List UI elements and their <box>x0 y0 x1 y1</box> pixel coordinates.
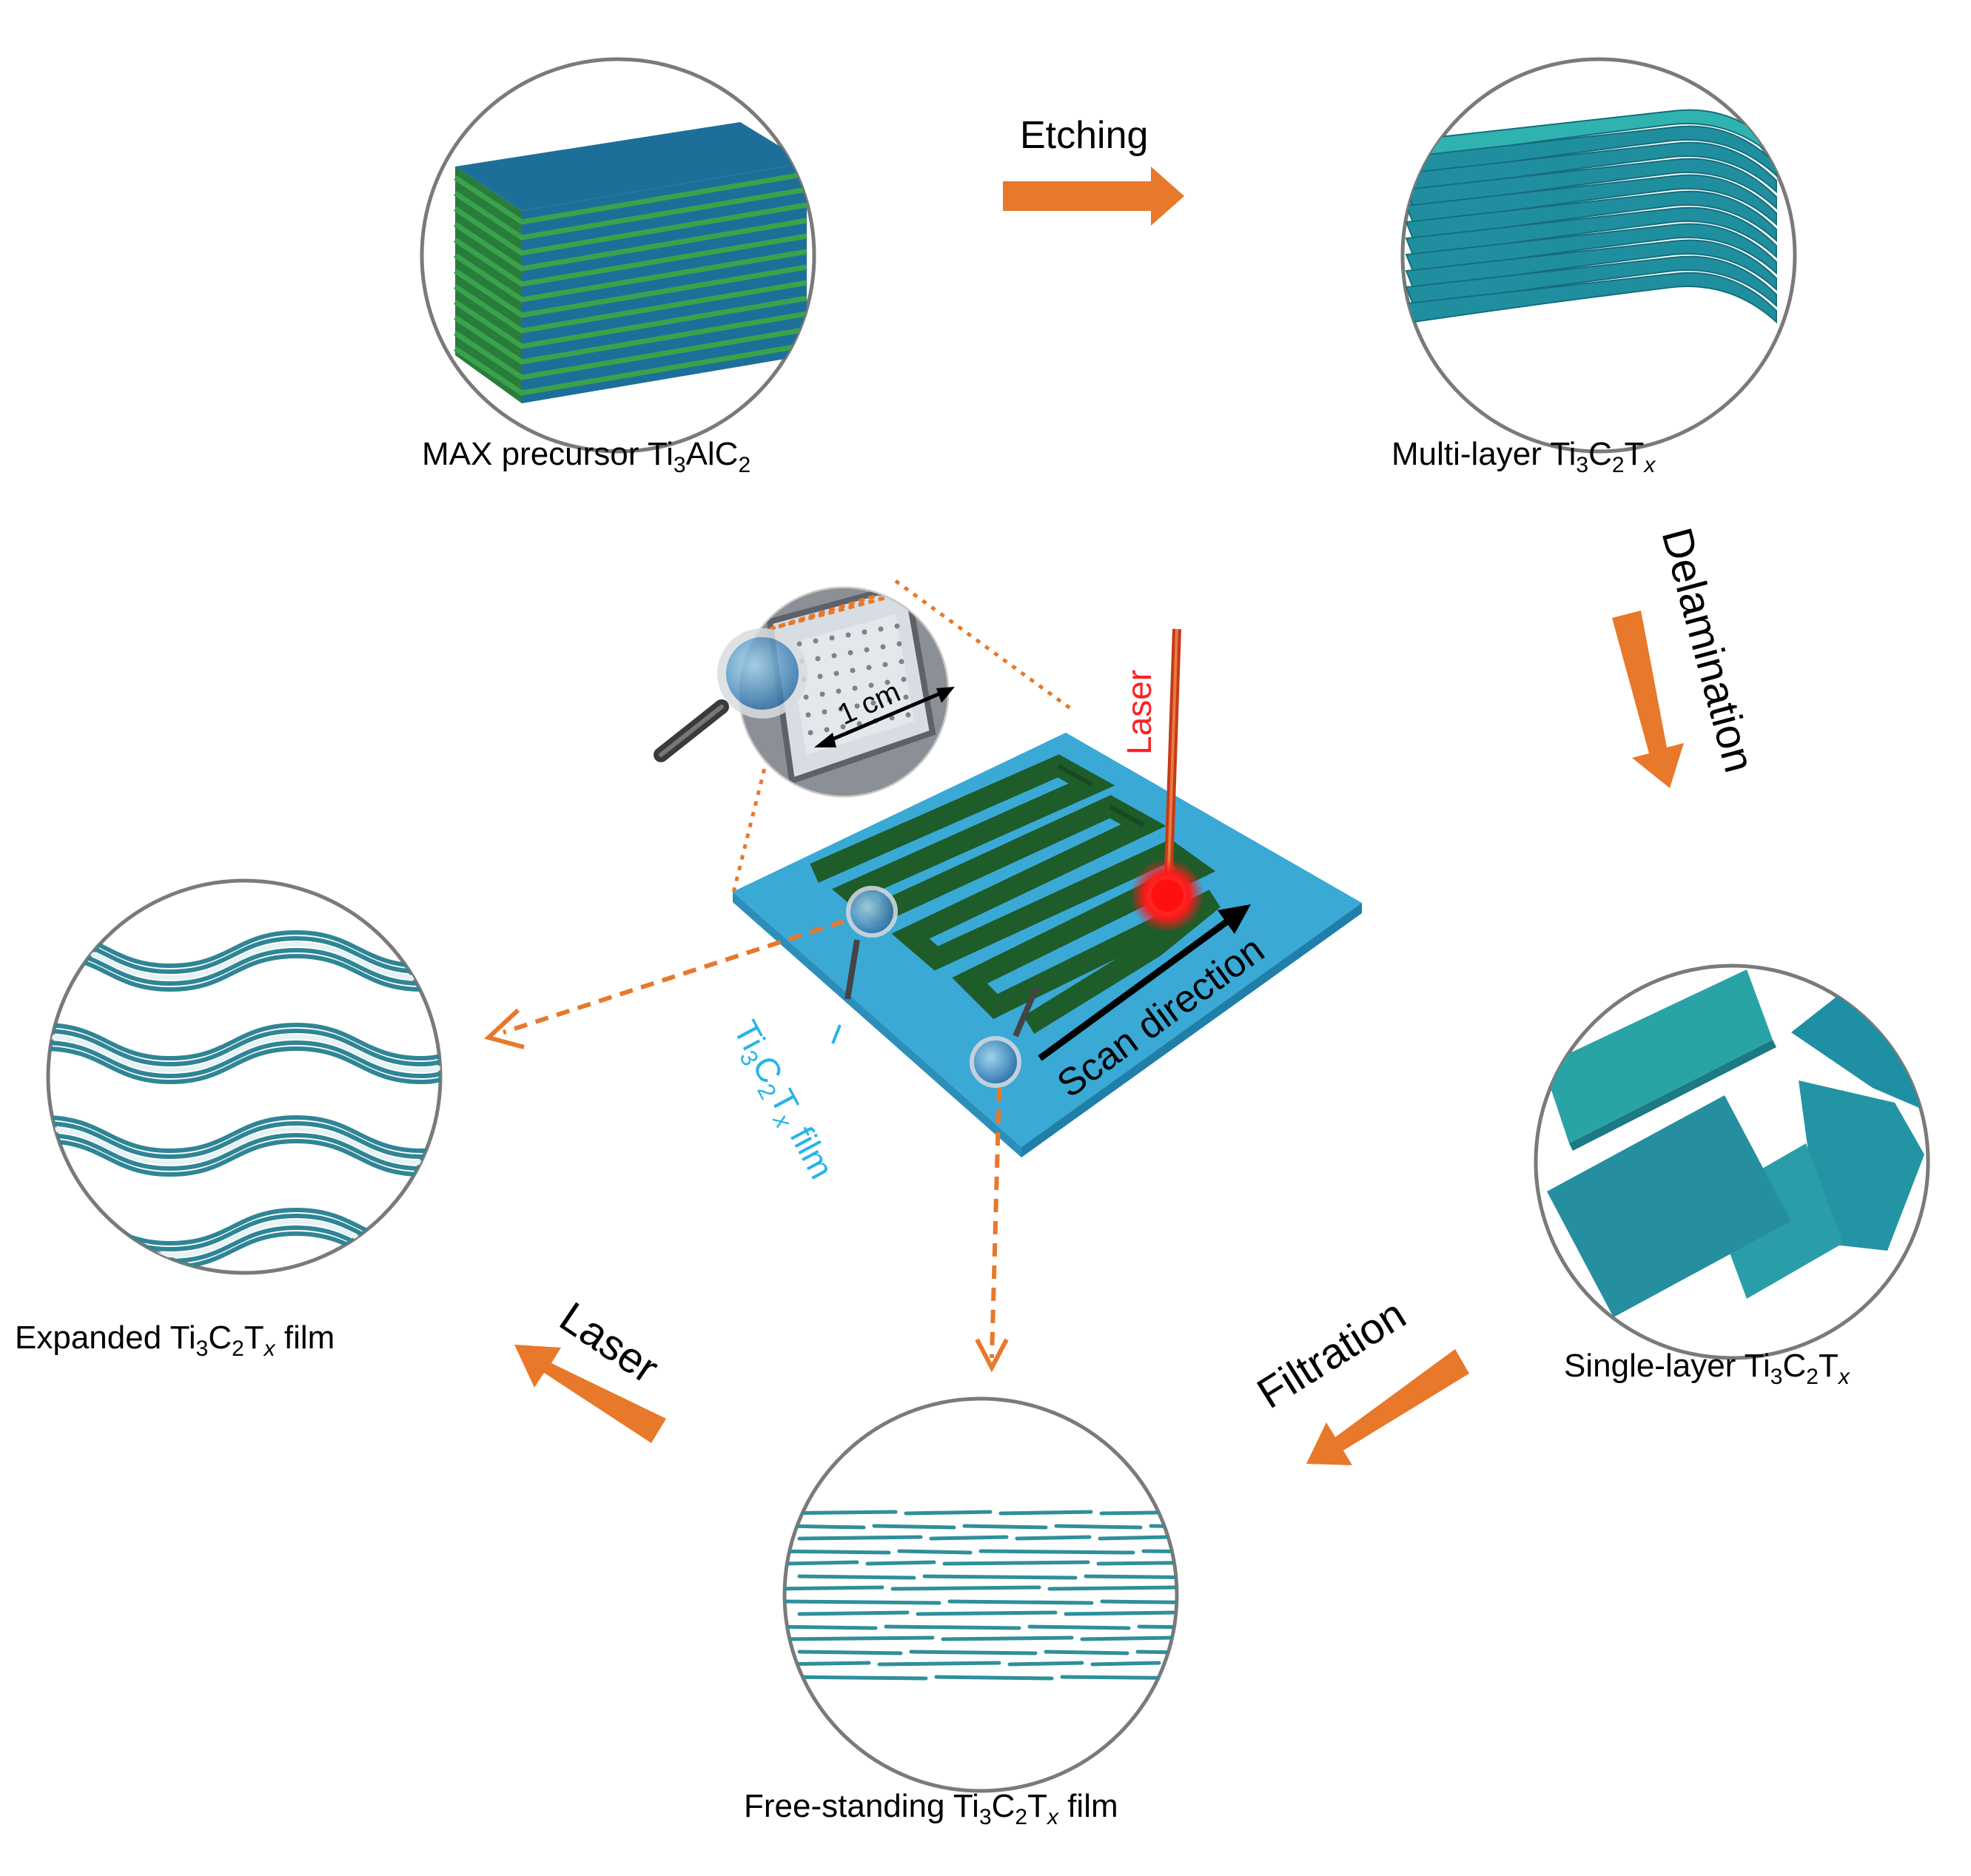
max-precursor-panel: MAX precursor Ti3AlC2 <box>420 57 816 477</box>
free-standing-label: Free-standing Ti3C2Tx film <box>744 1788 1118 1829</box>
magnifier-icon <box>970 986 1039 1088</box>
scan-direction-arrow <box>1038 915 1235 1061</box>
magnifier-icon <box>654 628 807 762</box>
multi-layer-label: Multi-layer Ti3C2Tx <box>1391 436 1656 477</box>
etching-label: Etching <box>1020 114 1148 157</box>
delamination-step: Delamination <box>1612 523 1764 788</box>
filtration-step: Filtration <box>1249 1290 1469 1465</box>
dashed-arrow-to-free-standing <box>975 1087 1009 1373</box>
expanded-film-panel: Expanded Ti3C2Tx film <box>15 878 443 1361</box>
expanded-film-label: Expanded Ti3C2Tx film <box>15 1319 335 1361</box>
film-pointer <box>831 1024 842 1044</box>
laser-step-arrow <box>514 1345 666 1443</box>
zoom-line-left <box>731 747 772 896</box>
zoom-line-right <box>894 579 1075 713</box>
magnifier-icon <box>845 886 898 1000</box>
filtration-arrow <box>1306 1349 1469 1465</box>
etching-arrow <box>1003 167 1184 226</box>
max-block-illustration <box>454 122 807 403</box>
max-precursor-label: MAX precursor Ti3AlC2 <box>422 436 751 477</box>
laser-beam-label: Laser <box>1120 670 1158 755</box>
dashed-arrow-to-expanded <box>483 919 845 1049</box>
electrode-pattern <box>810 754 1220 1034</box>
free-standing-panel: Free-standing Ti3C2Tx film <box>744 1396 1179 1829</box>
laser-step: Laser <box>514 1293 667 1443</box>
single-layer-panel: Single-layer Ti3C2Tx <box>1534 964 1930 1389</box>
delamination-label: Delamination <box>1652 523 1763 778</box>
film-photo-inset: 1 cm <box>738 586 955 798</box>
etching-step: Etching <box>1003 114 1184 226</box>
single-layer-label: Single-layer Ti3C2Tx <box>1564 1348 1850 1389</box>
multi-layer-panel: Multi-layer Ti3C2Tx <box>1391 57 1797 477</box>
single-layer-flakes-illustration <box>1543 969 1928 1317</box>
scale-bar <box>825 690 944 744</box>
delamination-arrow <box>1612 611 1684 788</box>
laser-device-illustration: Laser Scan direction Ti3C2Tx film <box>483 579 1362 1373</box>
multi-layer-sheets-illustration <box>1405 109 1777 324</box>
film-label: Ti3C2Tx film <box>722 1014 842 1187</box>
